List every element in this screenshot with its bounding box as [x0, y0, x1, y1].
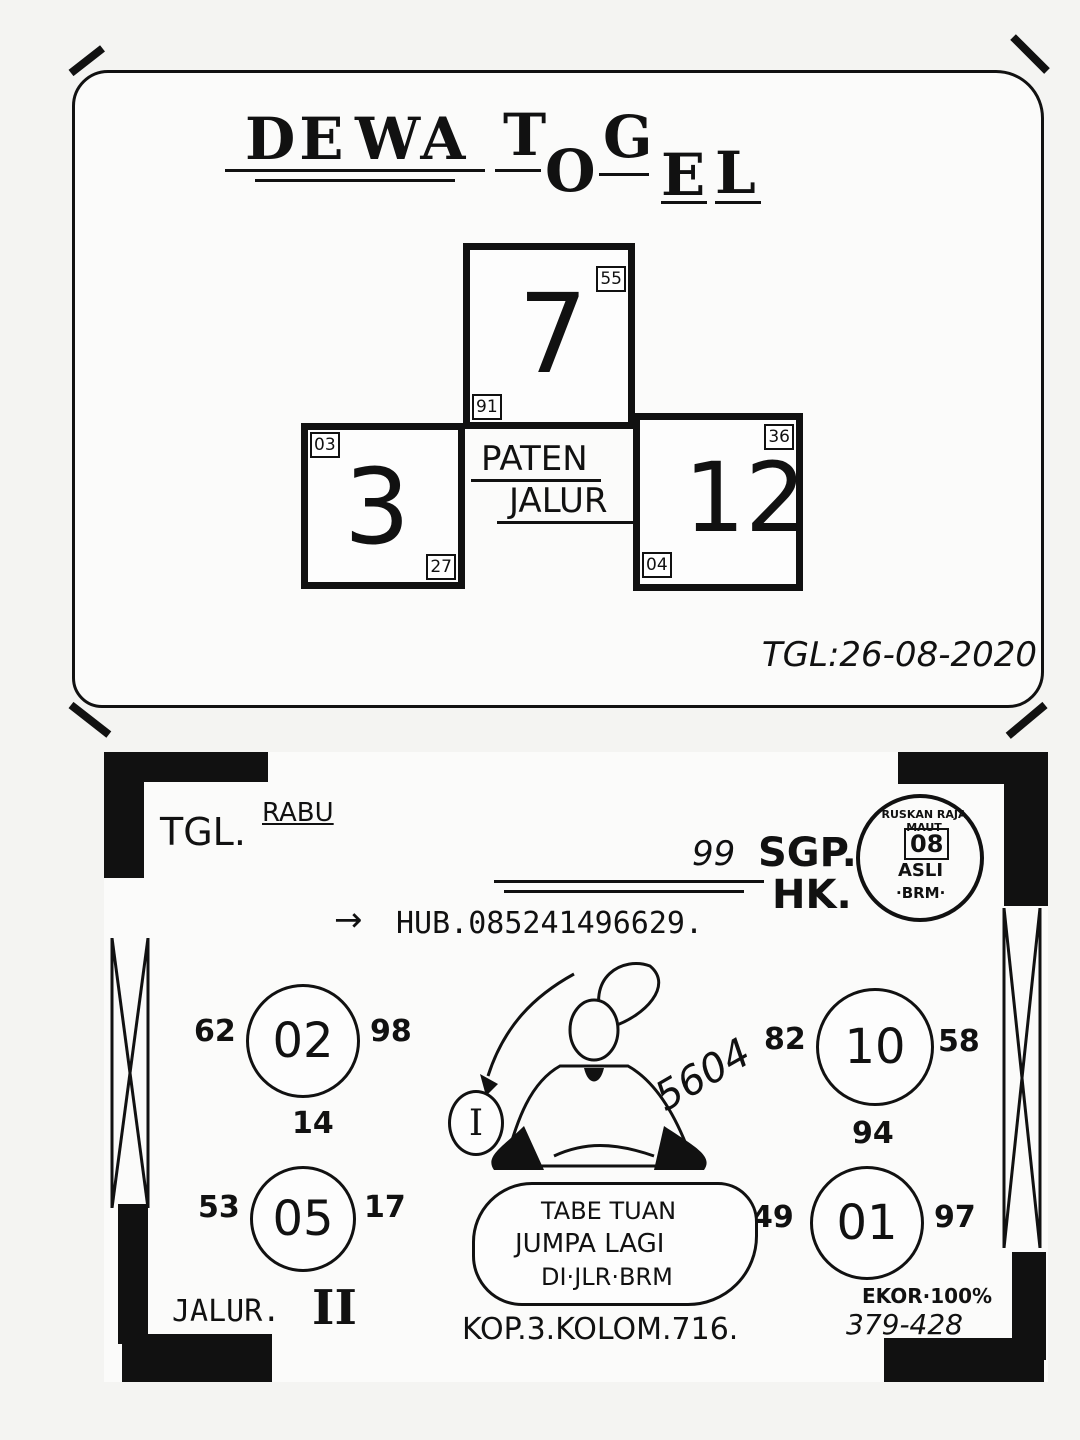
corner-mark-top-left [68, 45, 105, 77]
box-tag: 03 [310, 432, 340, 458]
stamp-ring-text: RUSKAN RAJA MAUT [881, 808, 967, 834]
corner-mark-top-right [1010, 34, 1050, 74]
arrow-icon: → [334, 900, 363, 940]
brm-stamp: RUSKAN RAJA MAUT 08 ASLI ·BRM· [856, 794, 984, 922]
number-box-left: 3 03 27 [301, 423, 465, 589]
cloud-line: DI·JLR·BRM [541, 1263, 673, 1291]
title-part: O [545, 137, 600, 205]
circle-side-number: 82 [764, 1022, 806, 1057]
frame-left [104, 752, 144, 878]
box-tag: 36 [764, 424, 794, 450]
cloud-line: JUMPA LAGI [515, 1229, 665, 1259]
box-tag: 27 [426, 554, 456, 580]
box-number: 12 [684, 442, 807, 554]
title-part: T [503, 101, 551, 169]
cloud-line: TABE TUAN [541, 1197, 677, 1225]
market-hk: HK. [772, 872, 852, 918]
frame-right-lower [1012, 1252, 1046, 1360]
day-label: RABU [262, 798, 334, 828]
paten-underline [471, 479, 601, 482]
title-part: L [715, 139, 760, 207]
box-tag: 55 [596, 266, 626, 292]
box-number: 7 [518, 270, 588, 398]
figure-label-circle: I [448, 1090, 504, 1156]
frame-right [1004, 752, 1048, 906]
message-cloud: TABE TUAN JUMPA LAGI DI·JLR·BRM [472, 1182, 758, 1306]
circle-side-number: 53 [198, 1190, 240, 1225]
kop-label: KOP.3.KOLOM.716. [462, 1312, 739, 1347]
box-tag: 91 [472, 394, 502, 420]
title-part: G [603, 103, 657, 171]
circle-side-number: 97 [934, 1200, 976, 1235]
number-circle: 01 [810, 1166, 924, 1280]
partial-title-underline [504, 890, 744, 893]
circle-side-number: 62 [194, 1014, 236, 1049]
partial-title-underline [494, 880, 764, 883]
circle-side-number: 17 [364, 1190, 406, 1225]
title-part: DE [245, 105, 348, 173]
title-underline [225, 169, 485, 172]
title-underline [661, 201, 707, 204]
market-sgp: SGP. [758, 830, 857, 876]
title-underline [715, 201, 761, 204]
circle-below-number: 94 [852, 1116, 894, 1151]
stamp-number: 08 [904, 828, 950, 860]
paten-jalur-label: PATEN JALUR [459, 427, 635, 537]
corner-mark-bottom-right [1005, 701, 1048, 739]
title-underline [255, 179, 455, 182]
bottom-card: TGL. RABU 99 SGP. HK. RUSKAN RAJA MAUT 0… [104, 752, 1048, 1382]
jalur-label: JALUR. [172, 1294, 281, 1329]
frame-left-lower [118, 1204, 148, 1344]
ekor-value: 379-428 [846, 1308, 963, 1341]
figure-label: I [468, 1102, 484, 1144]
stamp-line3: ·BRM· [896, 884, 946, 902]
number-circle: 05 [250, 1166, 356, 1272]
stamp-line2: ASLI [898, 860, 944, 881]
circle-side-number: 49 [752, 1200, 794, 1235]
jalur-label: JALUR [509, 481, 608, 521]
circle-side-number: 98 [370, 1014, 412, 1049]
contact-number: HUB.085241496629. [396, 906, 704, 941]
top-card: DE WA T O G E L 7 55 91 3 03 27 PATEN JA… [68, 34, 1050, 739]
number-circle: 02 [246, 984, 360, 1098]
partial-title: 99 [692, 834, 736, 874]
jalur-number: II [312, 1280, 357, 1336]
title-part: E [661, 141, 710, 209]
right-cross-decoration [1002, 908, 1042, 1248]
left-cross-decoration [110, 938, 150, 1208]
ekor-label: EKOR·100% [862, 1284, 993, 1308]
date-label: TGL:26-08-2020 [761, 635, 1037, 675]
title-part: WA [355, 105, 470, 173]
number-box-right: 12 36 04 [633, 413, 807, 591]
corner-mark-bottom-left [68, 701, 112, 738]
circle-side-number: 58 [938, 1024, 980, 1059]
title-underline [495, 169, 541, 172]
paten-label: PATEN [481, 439, 588, 479]
number-circle: 10 [816, 988, 934, 1106]
box-number: 3 [344, 446, 411, 568]
meditating-monk-illustration [480, 962, 707, 1170]
title-underline [599, 173, 649, 176]
circle-below-number: 14 [292, 1106, 334, 1141]
jalur-underline [497, 521, 633, 524]
number-box-top: 7 55 91 [463, 243, 635, 429]
box-tag: 04 [642, 552, 672, 578]
tgl-label: TGL. [160, 810, 246, 854]
